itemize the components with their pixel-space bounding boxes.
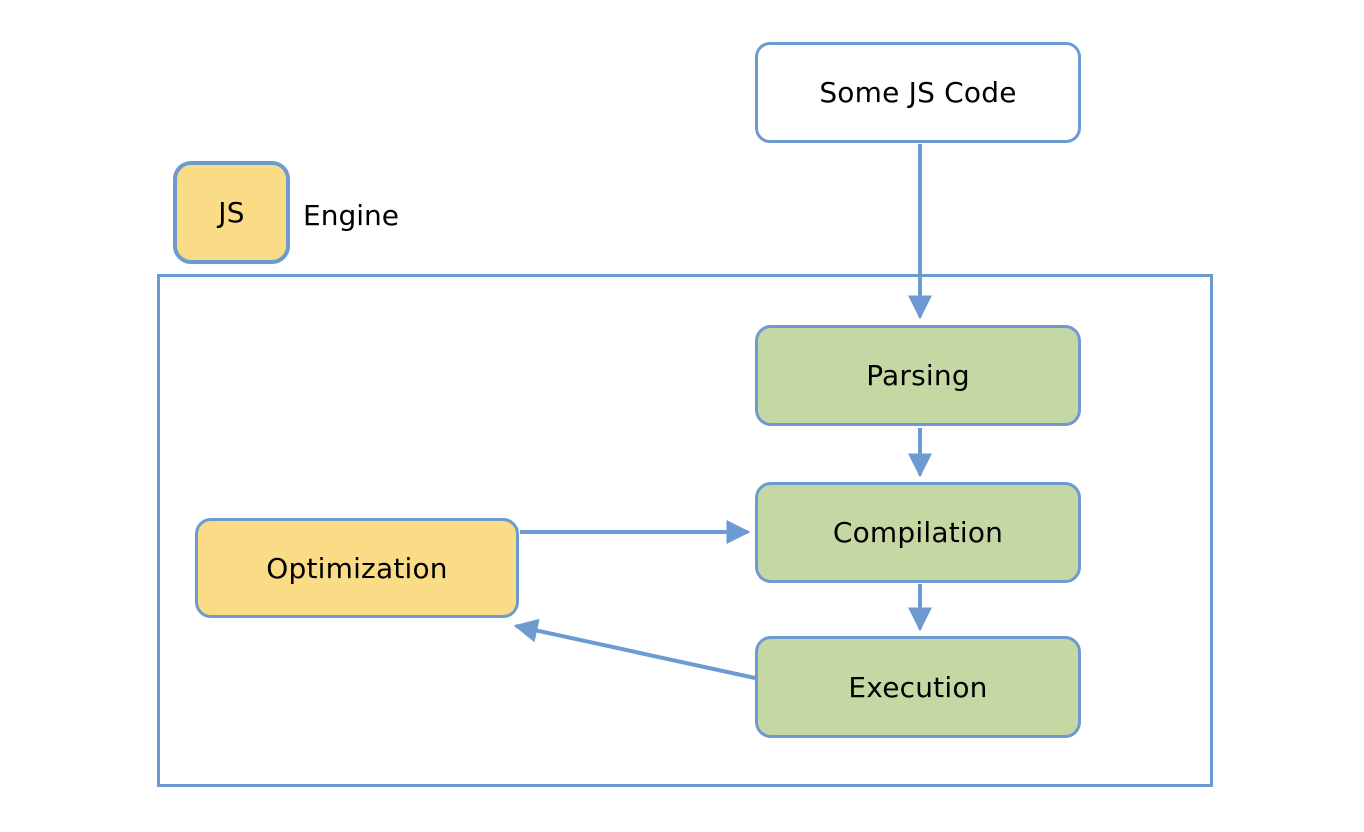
engine-caption: Engine xyxy=(303,198,399,232)
parsing-label: Parsing xyxy=(866,359,970,392)
flow-node-execution: Execution xyxy=(755,636,1081,738)
js-badge-label: JS xyxy=(218,196,245,229)
execution-label: Execution xyxy=(848,670,988,704)
engine-container-box xyxy=(157,274,1213,787)
flow-node-some-js-code: Some JS Code xyxy=(755,42,1081,143)
some-js-code-label: Some JS Code xyxy=(819,76,1017,109)
compilation-label: Compilation xyxy=(832,516,1004,549)
optimization-label: Optimization xyxy=(266,551,448,585)
flow-node-optimization: Optimization xyxy=(195,518,519,618)
js-engine-badge: JS xyxy=(173,161,290,264)
flow-node-compilation: Compilation xyxy=(755,482,1081,583)
flow-node-parsing: Parsing xyxy=(755,325,1081,426)
